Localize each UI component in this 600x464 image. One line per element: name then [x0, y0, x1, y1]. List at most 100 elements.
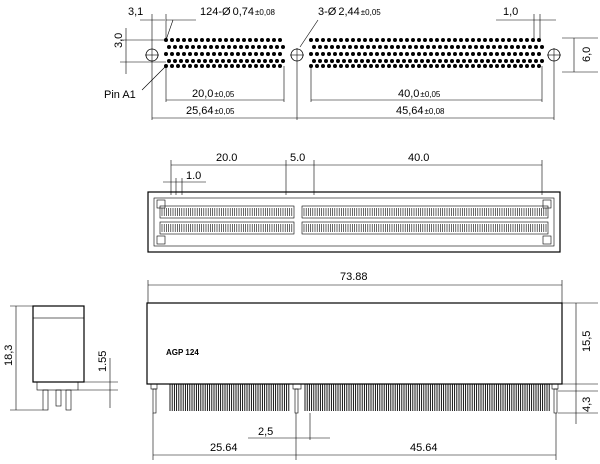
pin-dot [333, 64, 337, 68]
pin-dot [230, 38, 234, 42]
pin-dot [351, 64, 355, 68]
pin-dot [321, 52, 325, 56]
main-dim-length: 73.88 [340, 271, 368, 283]
pin-dot [194, 38, 198, 42]
pin-dot [405, 64, 409, 68]
pin-dot [492, 45, 496, 49]
pin-dot [227, 59, 231, 63]
side-lead-c [65, 389, 72, 411]
pin-dot [465, 52, 469, 56]
pin-dot [254, 64, 258, 68]
pin-dot [366, 59, 370, 63]
pin-dot [318, 59, 322, 63]
pin-dot [354, 59, 358, 63]
pin-dot [426, 45, 430, 49]
front-dim-span-a: 20.0 [216, 152, 237, 164]
pin-dot [185, 45, 189, 49]
pin-dot [339, 52, 343, 56]
pin-dot [537, 38, 541, 42]
main-dim-left-span: 25.64 [210, 442, 238, 454]
pin-dot [501, 64, 505, 68]
side-body [32, 305, 85, 383]
pin-dot [360, 45, 364, 49]
pin-dot [200, 64, 204, 68]
pin-dot [462, 59, 466, 63]
pin-dot [411, 38, 415, 42]
pin-dot [321, 64, 325, 68]
main-dim-gap: 2,5 [258, 426, 273, 438]
pin-dot [489, 52, 493, 56]
pin-dot [263, 45, 267, 49]
pin-dot [188, 38, 192, 42]
pin-dot [486, 45, 490, 49]
pin-dot [348, 45, 352, 49]
pin-dot [339, 64, 343, 68]
pin-dot [182, 64, 186, 68]
pin-dot [474, 45, 478, 49]
pin-dot [242, 52, 246, 56]
pin-dot [507, 64, 511, 68]
pin-dot [278, 38, 282, 42]
pin-dot [363, 64, 367, 68]
pin-dot [242, 64, 246, 68]
dim-row-spacing: 3,0 [113, 33, 125, 48]
pin-dot [312, 59, 316, 63]
pin-dot [429, 38, 433, 42]
pin-dot [471, 64, 475, 68]
dim-overall-height: 6,0 [581, 47, 593, 62]
pin-grid-right [309, 38, 544, 68]
pin-dot [200, 38, 204, 42]
mount-peg-left [152, 388, 157, 414]
pin-dot [495, 52, 499, 56]
pin-dot [336, 59, 340, 63]
pin-dot [333, 52, 337, 56]
pin-dot [441, 38, 445, 42]
pin-dot [167, 59, 171, 63]
pin-dot [179, 45, 183, 49]
pin-dot [348, 59, 352, 63]
pin-dot [537, 64, 541, 68]
pin-dot [531, 52, 535, 56]
pin-dot [489, 64, 493, 68]
pin-dot [324, 59, 328, 63]
slot-right-lower [301, 221, 549, 235]
pin-dot [170, 64, 174, 68]
pin-dot [504, 59, 508, 63]
pin-dot [513, 52, 517, 56]
pin-dot [357, 64, 361, 68]
pin-dot [245, 45, 249, 49]
mount-peg-center [294, 388, 299, 414]
pin-dot [456, 59, 460, 63]
pin-dot [315, 64, 319, 68]
mount-peg-right [553, 388, 558, 414]
pin-dot [525, 64, 529, 68]
pin-dot [507, 38, 511, 42]
pin-dot [197, 45, 201, 49]
pin-dot [393, 52, 397, 56]
pin-dot [230, 52, 234, 56]
pin-dot [462, 45, 466, 49]
pin-dot [188, 52, 192, 56]
pin-dot [212, 52, 216, 56]
pin-dot [489, 38, 493, 42]
pin-dot [194, 64, 198, 68]
pin-dot [324, 45, 328, 49]
pin-dot [396, 59, 400, 63]
pin-dot [354, 45, 358, 49]
pin-dot [269, 45, 273, 49]
pin-dot [519, 52, 523, 56]
pin-dot [441, 64, 445, 68]
pin-dot [429, 64, 433, 68]
pin-dot [182, 52, 186, 56]
pin-dot [507, 52, 511, 56]
pin-dot [465, 64, 469, 68]
pin-dot [483, 64, 487, 68]
pin-dot [477, 64, 481, 68]
pin-dot [423, 64, 427, 68]
mounting-hole-center [290, 48, 304, 62]
pin-dot [402, 45, 406, 49]
slot-right-upper [301, 205, 549, 219]
